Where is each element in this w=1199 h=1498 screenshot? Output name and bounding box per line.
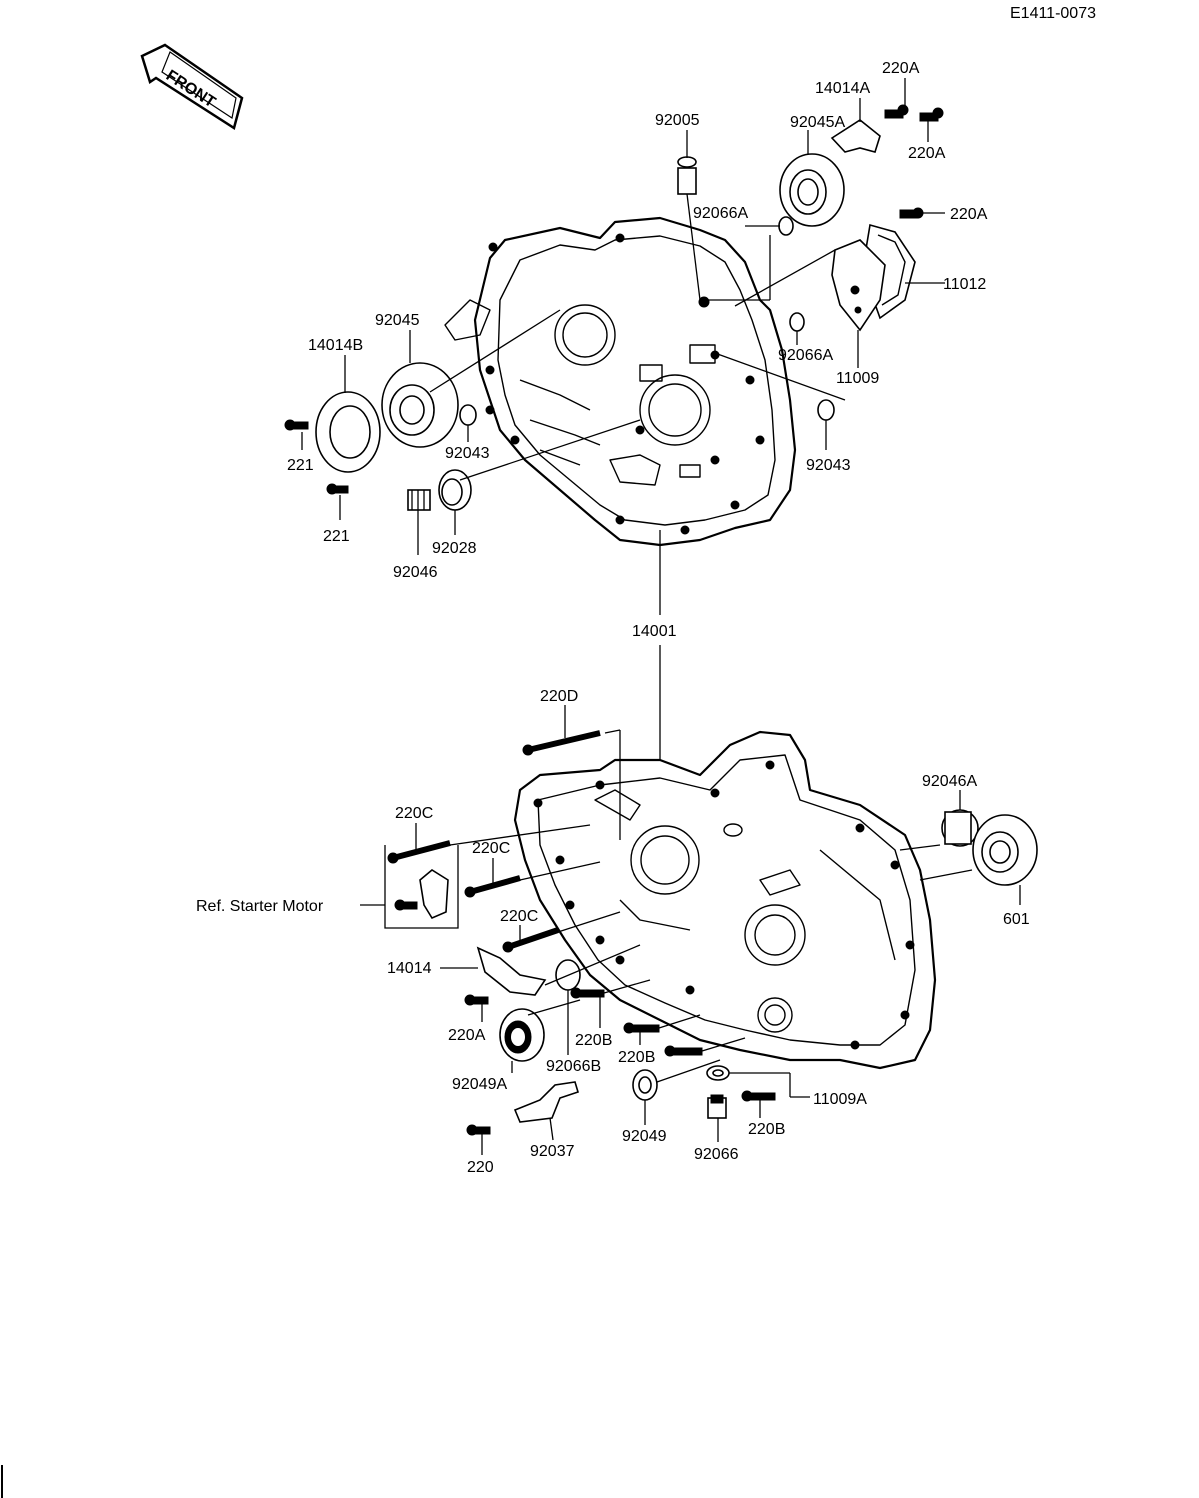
part-labels: 92005 92045A 14014A 220A 220A 220A 92066… — [196, 60, 1030, 1176]
part-92028 — [438, 469, 472, 511]
label-14014B: 14014B — [308, 337, 363, 354]
label-92066B: 92066B — [546, 1058, 601, 1075]
part-92049A-seal — [499, 1008, 545, 1062]
part-92046A-bearing — [941, 809, 979, 847]
part-14014B-plate — [315, 391, 381, 473]
part-220-screw — [466, 1124, 491, 1136]
part-11009A-washer — [706, 1065, 730, 1081]
lower-crankcase — [513, 730, 937, 1070]
label-92066: 92066 — [694, 1146, 739, 1163]
label-14014A: 14014A — [815, 80, 870, 97]
label-220A-2: 220A — [908, 145, 946, 162]
label-92045A: 92045A — [790, 114, 845, 131]
label-92028: 92028 — [432, 540, 477, 557]
label-220A-1: 220A — [882, 60, 920, 77]
label-220C-2: 220C — [472, 840, 510, 857]
front-arrow-icon: FRONT — [140, 43, 244, 130]
label-92046: 92046 — [393, 564, 438, 581]
label-220D: 220D — [540, 688, 578, 705]
part-220D-bolt — [522, 730, 601, 756]
label-11009A: 11009A — [813, 1091, 867, 1108]
part-92066A — [778, 216, 805, 332]
label-92037: 92037 — [530, 1143, 575, 1160]
label-92045: 92045 — [375, 312, 420, 329]
part-11009-gasket — [831, 239, 886, 332]
label-601: 601 — [1003, 911, 1030, 928]
label-92043-1: 92043 — [445, 445, 490, 462]
label-92049: 92049 — [622, 1128, 667, 1145]
part-601-bearing — [972, 814, 1038, 886]
ref-starter-motor-label: Ref. Starter Motor — [196, 898, 324, 915]
label-92049A: 92049A — [452, 1076, 507, 1093]
part-221-screws — [284, 419, 349, 495]
label-221-2: 221 — [323, 528, 350, 545]
label-92066A-2: 92066A — [778, 347, 833, 364]
leaders-upper — [301, 78, 945, 760]
label-220C-3: 220C — [500, 908, 538, 925]
label-92046A: 92046A — [922, 773, 977, 790]
diagram-code: E1411-0073 — [1010, 5, 1096, 22]
part-92046 — [407, 489, 431, 511]
part-92045-bearing — [381, 362, 459, 448]
part-220A-bolts-upper — [884, 104, 944, 219]
part-92005 — [677, 156, 697, 195]
part-92037-bracket — [513, 1081, 579, 1123]
leaders-lower — [415, 705, 1021, 1155]
label-220A-4: 220A — [448, 1027, 486, 1044]
label-220B-2: 220B — [618, 1049, 655, 1066]
label-14014: 14014 — [387, 960, 432, 977]
part-220A-bolt-lower — [464, 994, 489, 1006]
label-92043-2: 92043 — [806, 457, 851, 474]
part-14014-plate — [476, 946, 547, 996]
part-220B-bolts — [570, 987, 776, 1102]
label-11009: 11009 — [836, 370, 879, 387]
label-92066A-1: 92066A — [693, 205, 748, 222]
label-14001: 14001 — [632, 623, 677, 640]
label-220: 220 — [467, 1159, 494, 1176]
label-220C-1: 220C — [395, 805, 433, 822]
part-92049-seal — [632, 1069, 658, 1101]
part-starter-bracket — [360, 845, 459, 929]
label-221-1: 221 — [287, 457, 314, 474]
label-220A-3: 220A — [950, 206, 988, 223]
label-220B-3: 220B — [748, 1121, 785, 1138]
label-220B-1: 220B — [575, 1032, 612, 1049]
upper-crankcase — [444, 216, 797, 547]
label-11012: 11012 — [943, 276, 986, 293]
label-92005: 92005 — [655, 112, 700, 129]
part-92066-plug — [707, 1094, 727, 1119]
part-92043 — [459, 399, 835, 426]
part-220C-bolts — [387, 840, 559, 953]
part-92045A-bearing — [779, 153, 845, 227]
